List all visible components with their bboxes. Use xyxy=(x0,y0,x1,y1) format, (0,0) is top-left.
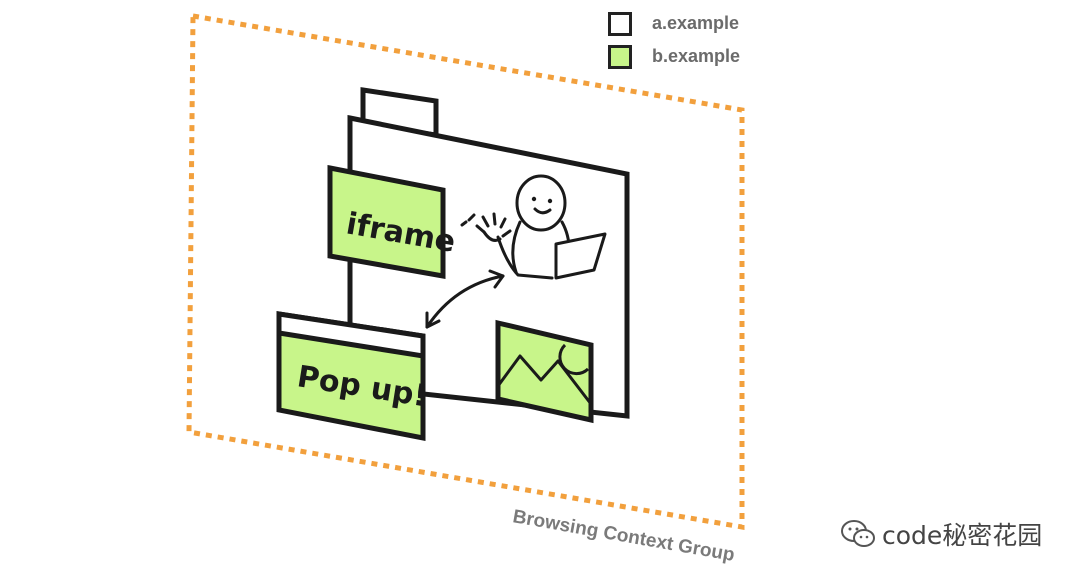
watermark-text: code秘密花园 xyxy=(882,521,1043,550)
image-icon xyxy=(495,319,594,424)
watermark: code秘密花园 xyxy=(840,516,1042,552)
legend-swatch-white xyxy=(608,11,632,36)
legend-label: b.example xyxy=(652,46,741,66)
communication-arrow xyxy=(425,269,505,329)
browsing-context-group-boundary xyxy=(186,13,745,530)
legend-item-a-example: a.example xyxy=(608,7,740,40)
legend-swatch-green xyxy=(608,44,632,69)
browsing-context-group-label: Browsing Context Group xyxy=(511,506,736,566)
wechat-icon xyxy=(841,520,875,547)
legend-label: a.example xyxy=(652,13,740,33)
popup-window: Pop up! xyxy=(276,311,430,442)
legend: a.example b.example xyxy=(608,7,740,73)
person-icon xyxy=(460,174,607,280)
legend-item-b-example: b.example xyxy=(608,40,740,73)
popup-titlebar xyxy=(276,311,426,359)
iframe-box: iframe xyxy=(327,164,458,279)
